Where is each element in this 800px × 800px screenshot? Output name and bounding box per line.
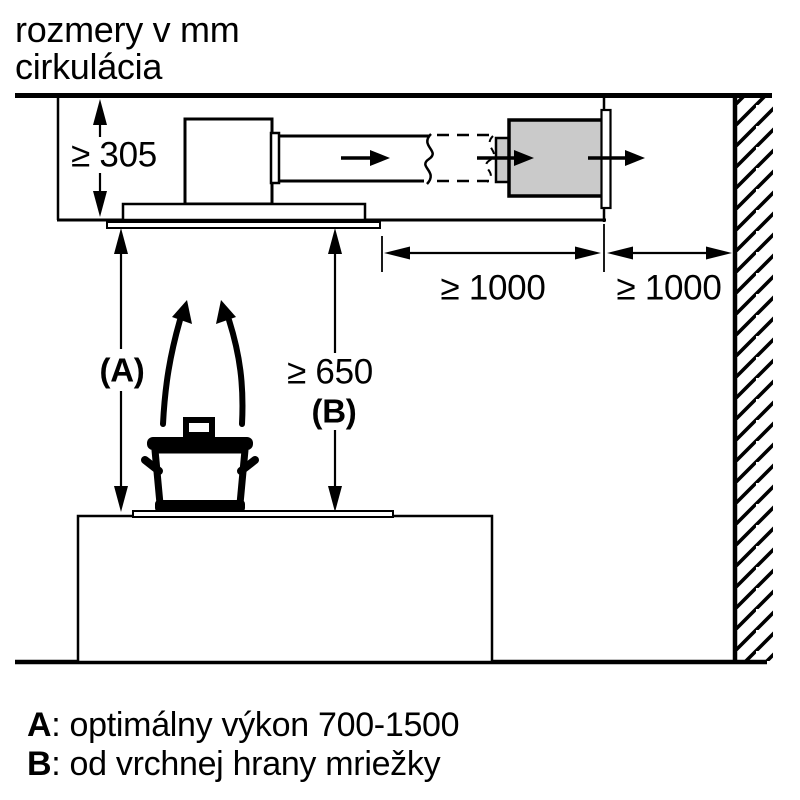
hood-body [183,117,274,206]
title-line-2: cirkulácia [15,46,163,87]
dimA-down-arrowhead [114,486,128,512]
base-cabinet [76,510,494,664]
duct-collar [269,131,281,185]
dim1000R-left-arrowhead [607,246,633,260]
pot-handle-right [237,456,259,475]
pot-body [151,446,249,508]
dimension-ceiling-offset [93,99,107,217]
duct-break-wavy [424,133,434,185]
dim-a-label: (A) [99,351,145,389]
legend-line-a: A: optimálny výkon 700-1500 [27,706,460,744]
dim305-up-arrowhead [93,99,107,125]
legend-a-text: : optimálny výkon 700-1500 [51,706,460,744]
airflow-arrow-duct-head [370,150,390,166]
dimension-duct-to-wall [381,224,605,272]
dim1000L-right-arrowhead [575,246,601,260]
legend-b-key: B [27,745,52,783]
legend-b-text: : od vrchnej hrany mriežky [51,745,441,783]
airflow-arrow-outlet-head [625,150,645,166]
dim1000L-left-arrowhead [384,246,410,260]
hood-grille-panel [106,221,381,229]
module-inlet-collar [494,136,511,184]
dim-b-label: (B) [311,392,357,430]
cooktop-surface [132,510,394,518]
pot-lid-knob [183,417,215,438]
steam-arrows [160,300,246,427]
legend-a-key: A [27,706,52,744]
dim-module-to-wall-label: ≥ 1000 [616,268,722,308]
dimB-up-arrowhead [328,228,342,254]
dim-ceiling-offset-label: ≥ 305 [71,135,157,175]
title-line-1: rozmery v mm [15,9,240,50]
dim1000R-right-arrowhead [706,246,732,260]
dimA-up-arrowhead [114,228,128,254]
steam-arrow-right-head [216,300,236,324]
pot-handle-left [141,456,163,475]
cooking-pot [141,417,259,512]
dimension-b [328,228,342,512]
airflow-arrow-inlet-head [514,150,534,166]
dimB-down-arrowhead [328,486,342,512]
duct-break-dashed-wavy [485,135,495,183]
steam-arrow-left-head [172,300,192,324]
pot-bottom [155,500,245,512]
legend-line-b: B: od vrchnej hrany mriežky [27,745,441,783]
dim-duct-to-wall-label: ≥ 1000 [440,268,546,308]
dim305-down-arrowhead [93,191,107,217]
cabinet-box [76,514,494,664]
airflow-arrows [341,150,645,166]
steam-arrow-right-curve [226,317,246,427]
dimension-a [114,228,128,512]
dimension-module-to-wall [607,246,732,260]
dim-hood-height-label: ≥ 650 [287,352,373,392]
wall-hatching [736,95,773,661]
duct-run [269,108,612,210]
hood-base-plate [121,202,367,222]
steam-arrow-left-curve [160,317,183,427]
